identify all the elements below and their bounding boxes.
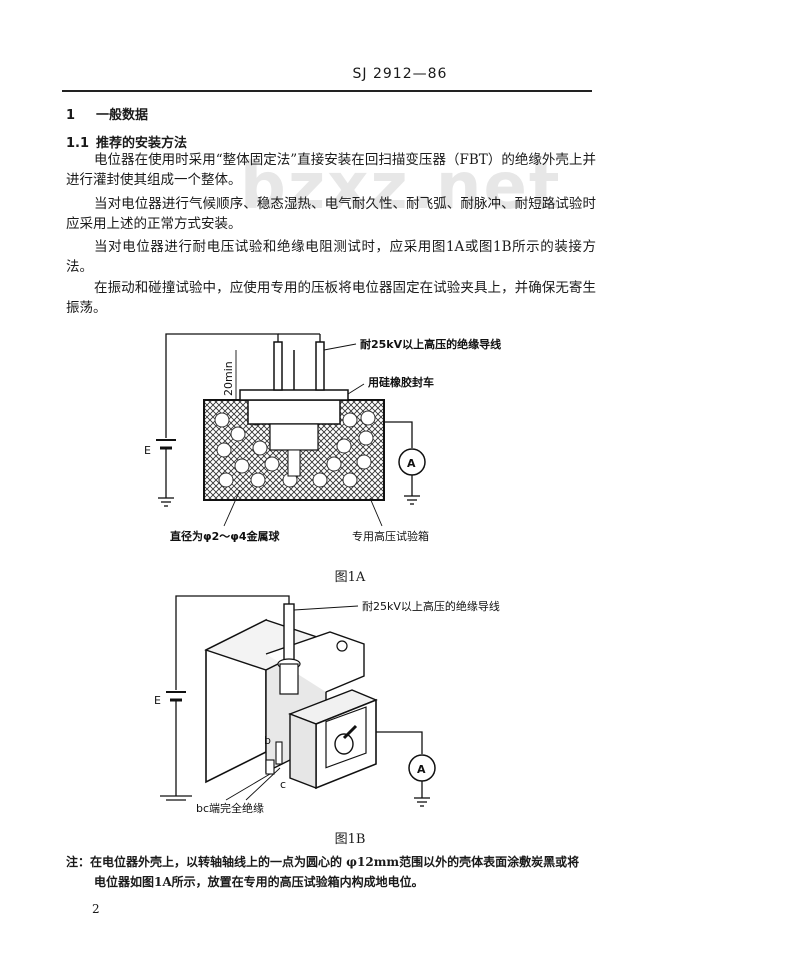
note-line-2: 电位器如图1A所示，放置在专用的高压试验箱内构成地电位。 [94,875,424,889]
knob [334,733,354,755]
potentiometer-body [247,399,341,425]
section-heading-1: 1 一般数据 [66,104,148,123]
label-insulated-wire: 耐25kV以上高压的绝缘导线 [360,337,501,351]
label-b: b [264,734,271,747]
section-title: 一般数据 [96,108,149,123]
header-rule [62,90,592,92]
rubber-seal [239,389,349,401]
label-meter: A [407,457,416,470]
note-block: 注：在电位器外壳上，以转轴轴线上的一点为圆心的 φ12mm范围以外的壳体表面涂敷… [66,852,606,892]
metal-balls [214,410,376,488]
figure-1a-caption: 图1A [334,570,366,585]
page-number: 2 [92,902,100,916]
paragraph-2: 当对电位器进行气候顺序、稳态湿热、电气耐久性、耐飞弧、耐脉冲、耐短路试验时应采用… [66,196,596,232]
label-rubber-seal: 用硅橡胶封车 [368,375,434,389]
label-metal-balls: 直径为φ2～φ4金属球 [170,529,281,543]
label-e: E [144,444,151,457]
figure-1a-diagram: E 20min A 耐25kV以上高压的绝缘导线 用硅橡胶封车 直径为φ2～φ4… [144,333,501,543]
section-number: 1 [66,108,76,123]
label-meter: A [417,763,426,776]
label-c: c [280,778,286,791]
section-number: 1.1 [66,136,90,151]
hv-lead-left [273,341,283,391]
label-bc-insulated: bc端完全绝缘 [196,801,264,815]
section-heading-1-1: 1.1 推荐的安装方法 [66,132,187,151]
label-test-tank: 专用高压试验箱 [352,529,429,543]
paragraph-1: 电位器在使用时采用“整体固定法”直接安装在回扫描变压器（FBT）的绝缘外壳上并进… [66,152,596,188]
figure-1b-diagram: b c E A 耐25kV以上高压的绝缘导线 bc端完全绝缘 [154,595,500,815]
hv-cable [283,603,295,665]
note-line-1: 注：在电位器外壳上，以转轴轴线上的一点为圆心的 φ12mm范围以外的壳体表面涂敷… [66,855,580,869]
label-dimension: 20min [222,361,235,396]
paragraph-4: 在振动和碰撞试验中，应使用专用的压板将电位器固定在试验夹具上，并确保无寄生振荡。 [66,280,596,316]
standard-number-header: SJ 2912—86 [352,66,448,82]
label-e: E [154,694,161,707]
figure-1b-caption: 图1B [334,832,366,847]
paragraph-3: 当对电位器进行耐电压试验和绝缘电阻测试时，应采用图1A或图1B所示的装接方法。 [66,239,596,275]
label-insulated-wire: 耐25kV以上高压的绝缘导线 [362,599,500,613]
section-title: 推荐的安装方法 [96,136,188,151]
hv-lead-right [315,341,325,391]
watermark: bzxz.net [240,150,562,224]
